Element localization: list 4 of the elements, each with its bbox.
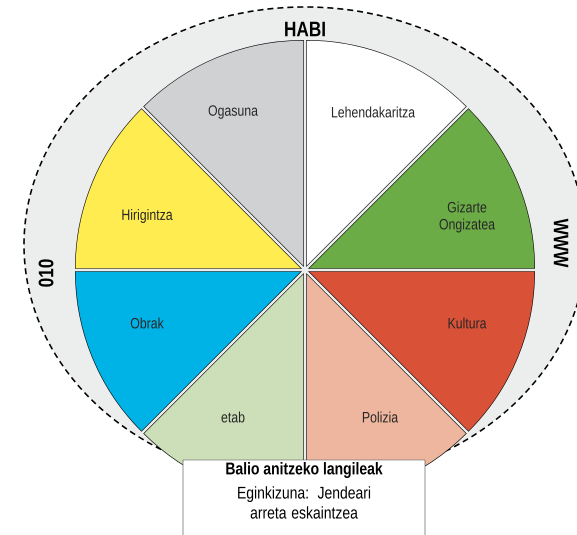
ring-label: WWW: [554, 218, 568, 268]
info-box: [182, 460, 426, 535]
ring-label: 010: [38, 259, 54, 287]
ring-label: HABI: [285, 22, 325, 36]
